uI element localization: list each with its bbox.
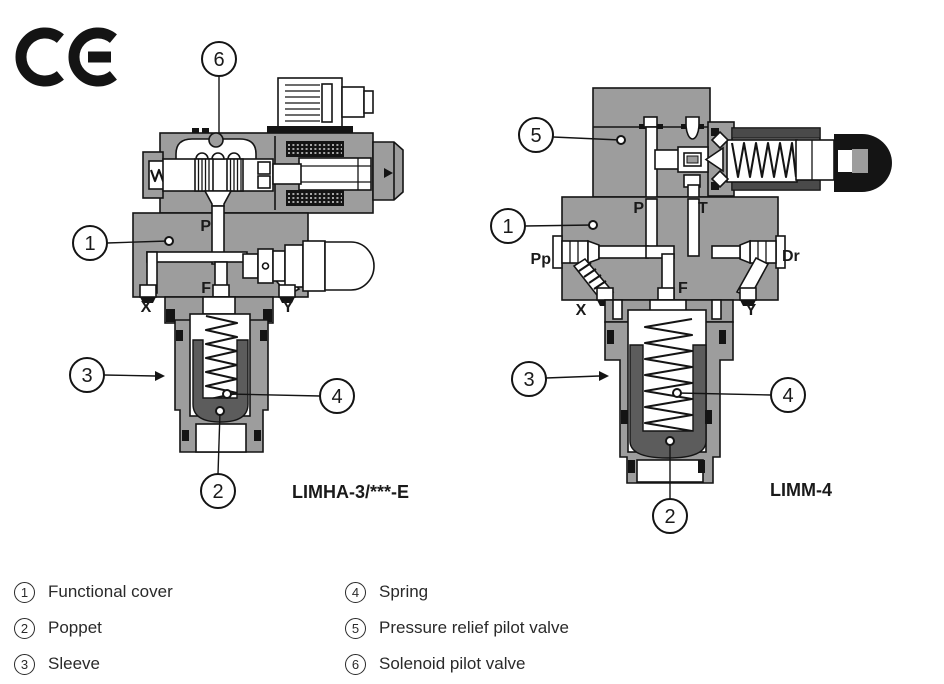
legend-number: 4 <box>345 581 366 603</box>
callout-2: 2 <box>652 436 688 534</box>
callout-1: 1 <box>490 208 598 244</box>
ce-mark <box>15 27 117 87</box>
legend-number: 6 <box>345 653 366 675</box>
callout-3: 3 <box>69 357 165 393</box>
pilot-spool-land <box>194 158 214 192</box>
port-label-t: T <box>698 200 708 217</box>
svg-text:4: 4 <box>782 385 793 407</box>
legend-item: 4 Spring <box>345 581 569 603</box>
legend-column-left: 1 Functional cover 2 Poppet 3 Sleeve <box>14 581 173 684</box>
poppet <box>192 339 249 423</box>
limm-functional-cover <box>552 196 786 306</box>
limha-valve-drawing: P F X Y 6 1 3 4 <box>69 41 409 509</box>
protective-dome-cap <box>324 241 375 291</box>
svg-text:3: 3 <box>81 365 92 387</box>
port-label-y: Y <box>746 302 757 319</box>
legend-number: 2 <box>14 617 35 639</box>
callout-3: 3 <box>511 361 609 397</box>
legend-number: 1 <box>14 581 35 603</box>
legend-number: 3 <box>14 653 35 675</box>
cover-gallery <box>146 251 248 263</box>
limha-cartridge <box>164 296 274 453</box>
dr-port-bore <box>749 240 777 264</box>
svg-text:1: 1 <box>84 233 95 255</box>
port-label-x: X <box>576 302 587 319</box>
relief-spring <box>730 141 798 179</box>
poppet <box>629 344 707 459</box>
main-spring <box>204 314 239 402</box>
main-spring <box>643 317 694 440</box>
callout-5: 5 <box>518 117 626 153</box>
pp-port-flange <box>552 235 563 269</box>
legend-label: Poppet <box>48 618 102 637</box>
limha-functional-cover <box>132 205 375 303</box>
callout-4: 4 <box>672 377 806 413</box>
solenoid-armature <box>298 157 372 191</box>
legend-column-right: 4 Spring 5 Pressure relief pilot valve 6… <box>345 581 569 684</box>
relief-poppet-cone <box>704 146 724 173</box>
legend-label: Functional cover <box>48 582 173 601</box>
port-label-p: P <box>200 218 211 235</box>
legend-label: Sleeve <box>48 654 100 673</box>
model-label-limha: LIMHA-3/***-E <box>292 482 409 502</box>
legend-item: 2 Poppet <box>14 617 173 639</box>
callout-4: 4 <box>222 378 355 414</box>
pilot-spool-land <box>226 158 244 192</box>
armature-push-pin <box>272 163 302 185</box>
callout-6: 6 <box>201 41 237 134</box>
limm-valve-drawing: P T Pp Dr F X Y 5 1 3 4 <box>490 87 892 534</box>
pilot-spool-bore <box>162 158 274 192</box>
model-label-limm: LIMM-4 <box>770 480 832 500</box>
port-label-pp: Pp <box>531 251 552 268</box>
port-label-y: Y <box>283 299 294 316</box>
legend-item: 6 Solenoid pilot valve <box>345 653 569 675</box>
legend-label: Solenoid pilot valve <box>379 654 526 673</box>
valve-diagrams: P F X Y 6 1 3 4 <box>15 27 892 534</box>
svg-text:5: 5 <box>530 125 541 147</box>
svg-text:2: 2 <box>664 506 675 528</box>
svg-text:1: 1 <box>502 216 513 238</box>
callout-2: 2 <box>200 406 236 509</box>
svg-text:3: 3 <box>523 369 534 391</box>
relief-adjuster <box>795 139 835 181</box>
legend-number: 5 <box>345 617 366 639</box>
port-label-x: X <box>141 299 152 316</box>
svg-text:2: 2 <box>212 481 223 503</box>
port-label-f: F <box>201 280 211 297</box>
legend-label: Pressure relief pilot valve <box>379 618 569 637</box>
callout-1: 1 <box>72 225 174 261</box>
legend-label: Spring <box>379 582 429 601</box>
legend-item: 5 Pressure relief pilot valve <box>345 617 569 639</box>
limm-cartridge <box>604 299 734 484</box>
pressure-relief-pilot-valve <box>592 87 892 257</box>
svg-text:6: 6 <box>213 49 224 71</box>
legend-item: 1 Functional cover <box>14 581 173 603</box>
cover-check-valve-cartridge <box>242 240 375 292</box>
port-label-p: P <box>633 200 644 217</box>
legend-item: 3 Sleeve <box>14 653 173 675</box>
svg-text:4: 4 <box>331 386 342 408</box>
port-label-f: F <box>678 280 688 297</box>
solenoid-pilot-valve-body <box>142 128 404 214</box>
port-label-dr: Dr <box>782 248 800 265</box>
